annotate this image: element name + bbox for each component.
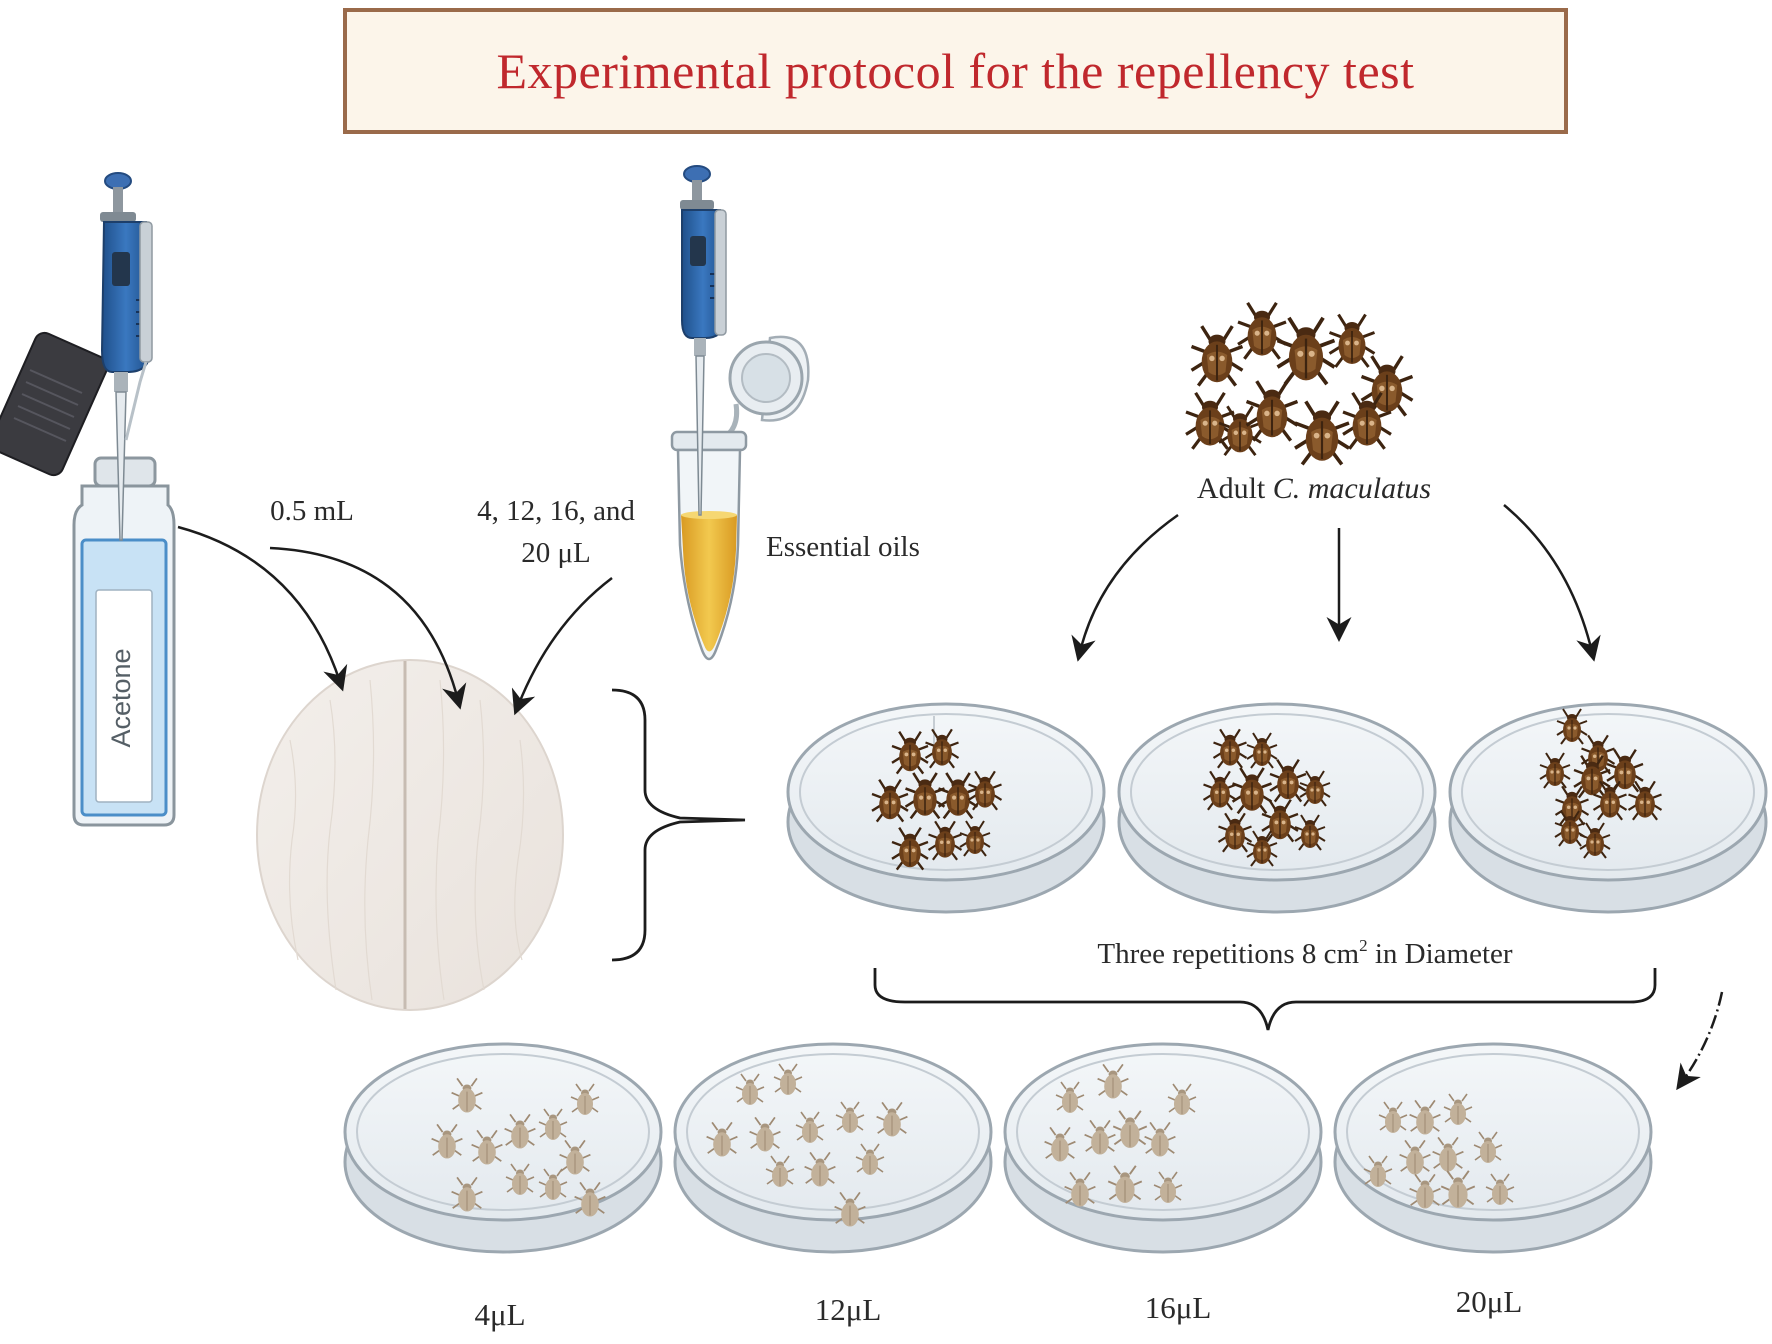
repetitions-label: Three repetitions 8 cm2 in Diameter [1097, 936, 1513, 970]
title-banner: Experimental protocol for the repellency… [343, 8, 1568, 134]
acetone-label: Acetone [106, 648, 136, 747]
beetle-icon [1275, 315, 1337, 387]
petri-dish-icon [673, 1042, 993, 1254]
pipette-icon [0, 172, 153, 541]
pipette-icon [680, 165, 727, 516]
arrow-to-doses [1676, 991, 1724, 1091]
beetle-icon [1184, 391, 1236, 451]
arrow-beetles-right [1503, 504, 1601, 662]
figure-title: Experimental protocol for the repellency… [496, 43, 1415, 99]
petri-dish-icon [786, 702, 1106, 914]
acetone-bottle-icon: Acetone [72, 456, 176, 827]
repetitions-label-prefix: Three repetitions 8 cm [1097, 938, 1359, 970]
curly-brace-left [611, 688, 746, 962]
essential-oils-label: Essential oils [766, 531, 920, 563]
dose-label-16: 16μL [1145, 1290, 1212, 1325]
doses-label-line1: 4, 12, 16, and [477, 495, 635, 527]
arrow-essential-oil [511, 577, 613, 716]
arrow-acetone-right [269, 546, 467, 710]
beetle-icon [1244, 379, 1300, 443]
petri-dish-icon [1333, 1042, 1653, 1254]
arrow-acetone-left [177, 525, 348, 692]
curly-brace-bottom [873, 968, 1657, 1031]
repetitions-label-suffix: in Diameter [1368, 938, 1513, 970]
petri-dish-icon [1003, 1042, 1323, 1254]
petri-dish-icon [1448, 702, 1768, 914]
beetle-icon [1293, 399, 1351, 467]
dose-label-20: 20μL [1456, 1284, 1523, 1319]
repetitions-label-sup: 2 [1359, 936, 1368, 955]
insects-label-species: C. maculatus [1273, 472, 1431, 505]
beetle-icon [1189, 324, 1245, 388]
insects-label: Adult C. maculatus [1197, 472, 1431, 505]
beetle-icon [1236, 301, 1288, 361]
beetle-cluster [1184, 301, 1415, 467]
dose-label-4: 4μL [474, 1297, 525, 1332]
doses-label-line2: 20 μL [521, 537, 591, 569]
insects-label-prefix: Adult [1197, 472, 1273, 505]
acetone-volume-label: 0.5 mL [270, 495, 354, 527]
filter-paper-icon [256, 659, 564, 1011]
petri-dish-icon [1117, 702, 1437, 914]
petri-dish-icon [343, 1042, 663, 1254]
eppendorf-tube-icon [670, 335, 810, 661]
arrow-beetles-left [1071, 513, 1179, 662]
beetle-icon [1328, 313, 1376, 369]
dose-label-12: 12μL [815, 1292, 882, 1327]
